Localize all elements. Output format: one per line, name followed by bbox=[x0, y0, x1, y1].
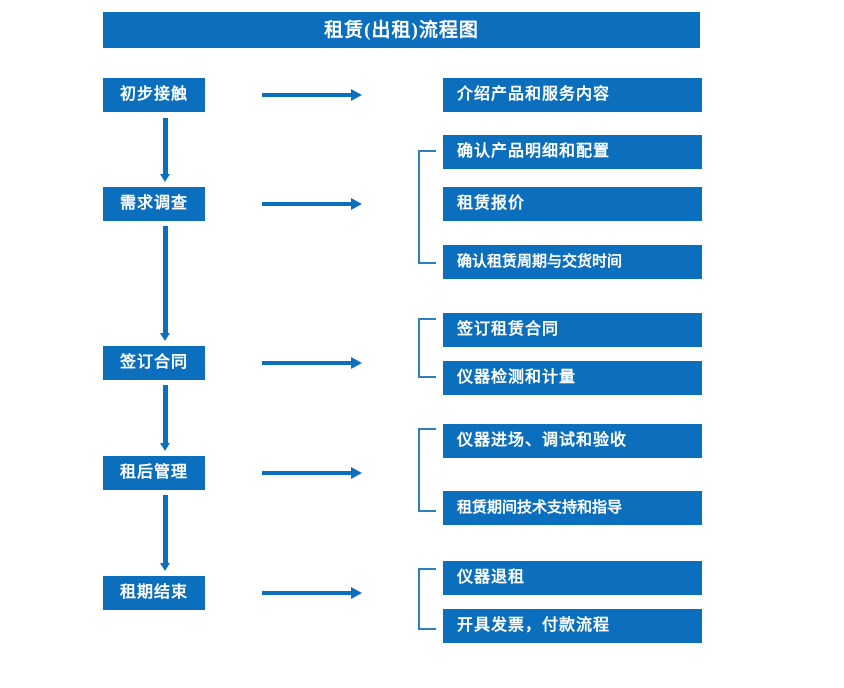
stage-box-demand-survey[interactable]: 需求调查 bbox=[103, 187, 205, 221]
right-arrow-icon-2 bbox=[262, 198, 362, 210]
detail-box-invoice-payment[interactable]: 开具发票，付款流程 bbox=[443, 609, 702, 643]
down-arrow-icon-2 bbox=[160, 226, 170, 341]
right-arrow-icon-3 bbox=[262, 357, 362, 369]
group-bracket-demand-survey bbox=[418, 150, 436, 264]
stage-box-lease-end[interactable]: 租期结束 bbox=[103, 576, 205, 610]
right-arrow-icon-4 bbox=[262, 467, 362, 479]
group-bracket-sign-contract bbox=[418, 318, 436, 378]
down-arrow-icon-3 bbox=[160, 385, 170, 451]
right-arrow-icon-1 bbox=[262, 89, 362, 101]
down-arrow-icon-4 bbox=[160, 495, 170, 571]
detail-box-tech-support[interactable]: 租赁期间技术支持和指导 bbox=[443, 491, 702, 525]
detail-box-confirm-spec[interactable]: 确认产品明细和配置 bbox=[443, 135, 702, 169]
right-arrow-icon-5 bbox=[262, 587, 362, 599]
group-bracket-lease-end bbox=[418, 568, 436, 630]
stage-box-initial-contact[interactable]: 初步接触 bbox=[103, 78, 205, 112]
group-bracket-post-rent bbox=[418, 428, 436, 512]
detail-box-rental-quote[interactable]: 租赁报价 bbox=[443, 187, 702, 221]
detail-box-instrument-test[interactable]: 仪器检测和计量 bbox=[443, 361, 702, 395]
page-title: 租赁(出租)流程图 bbox=[103, 12, 700, 48]
detail-box-instrument-return[interactable]: 仪器退租 bbox=[443, 561, 702, 595]
detail-box-intro-products[interactable]: 介绍产品和服务内容 bbox=[443, 78, 702, 112]
stage-box-sign-contract[interactable]: 签订合同 bbox=[103, 346, 205, 380]
down-arrow-icon-1 bbox=[160, 118, 170, 182]
stage-box-post-rent-management[interactable]: 租后管理 bbox=[103, 456, 205, 490]
detail-box-confirm-period[interactable]: 确认租赁周期与交货时间 bbox=[443, 245, 702, 279]
detail-box-sign-lease[interactable]: 签订租赁合同 bbox=[443, 313, 702, 347]
detail-box-instrument-arrival[interactable]: 仪器进场、调试和验收 bbox=[443, 424, 702, 458]
